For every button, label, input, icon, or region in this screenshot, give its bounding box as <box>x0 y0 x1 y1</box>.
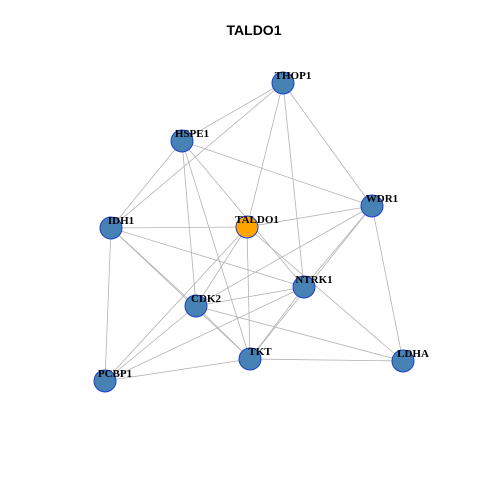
edge-idh1-taldo1 <box>110 226 248 229</box>
node-label-hspe1: HSPE1 <box>175 128 209 140</box>
edges-layer <box>104 82 404 382</box>
node-label-taldo1: TALDO1 <box>235 214 279 226</box>
edge-taldo1-ldha <box>246 226 404 362</box>
edge-ntrk1-cdk2 <box>195 286 305 307</box>
node-label-ntrk1: NTRK1 <box>295 274 332 286</box>
node-label-tkt: TKT <box>248 346 272 358</box>
node-cdk2: CDK2 <box>184 293 221 318</box>
edge-tkt-pcbp1 <box>104 358 251 382</box>
edge-wdr1-ntrk1 <box>303 205 373 288</box>
node-circle-ntrk1 <box>292 275 316 299</box>
node-wdr1: WDR1 <box>360 193 398 218</box>
edge-idh1-ntrk1 <box>110 227 305 288</box>
edge-ntrk1-pcbp1 <box>104 286 305 382</box>
node-circle-cdk2 <box>184 294 208 318</box>
node-circle-wdr1 <box>360 194 384 218</box>
edge-thop1-ntrk1 <box>282 82 305 288</box>
edge-thop1-idh1 <box>110 82 284 229</box>
node-circle-ldha <box>391 349 415 373</box>
edge-hspe1-cdk2 <box>181 140 197 307</box>
edge-cdk2-tkt <box>195 305 251 360</box>
edge-hspe1-ntrk1 <box>181 140 305 288</box>
node-label-ldha: LDHA <box>397 348 429 360</box>
edge-taldo1-tkt <box>246 226 251 360</box>
edge-thop1-wdr1 <box>282 82 373 207</box>
node-circle-hspe1 <box>170 129 194 153</box>
node-ntrk1: NTRK1 <box>292 274 333 299</box>
edge-cdk2-ldha <box>195 305 404 362</box>
graph-title: TALDO1 <box>227 22 282 38</box>
node-label-cdk2: CDK2 <box>191 293 221 305</box>
edge-thop1-hspe1 <box>181 82 284 142</box>
edge-taldo1-cdk2 <box>195 226 248 307</box>
node-circle-taldo1 <box>235 215 259 239</box>
edge-idh1-pcbp1 <box>104 227 112 382</box>
edge-hspe1-wdr1 <box>181 140 373 207</box>
node-pcbp1: PCBP1 <box>93 368 132 393</box>
node-circle-pcbp1 <box>93 369 117 393</box>
node-label-thop1: THOP1 <box>275 70 312 82</box>
node-label-wdr1: WDR1 <box>366 193 398 205</box>
node-ldha: LDHA <box>391 348 429 373</box>
edge-taldo1-pcbp1 <box>104 226 248 382</box>
node-tkt: TKT <box>238 346 272 371</box>
edge-idh1-tkt <box>110 227 251 360</box>
edge-wdr1-cdk2 <box>195 205 373 307</box>
node-taldo1: TALDO1 <box>235 214 279 239</box>
edge-thop1-taldo1 <box>246 82 284 228</box>
node-circle-tkt <box>238 347 262 371</box>
node-label-pcbp1: PCBP1 <box>98 368 132 380</box>
edge-tkt-ldha <box>249 358 404 362</box>
node-circle-thop1 <box>271 71 295 95</box>
node-idh1: IDH1 <box>99 215 134 240</box>
node-thop1: THOP1 <box>271 70 312 95</box>
edge-hspe1-idh1 <box>110 140 183 229</box>
node-label-idh1: IDH1 <box>108 215 134 227</box>
node-circle-idh1 <box>99 216 123 240</box>
node-hspe1: HSPE1 <box>170 128 209 153</box>
edge-taldo1-wdr1 <box>246 205 373 228</box>
edge-cdk2-pcbp1 <box>104 305 197 382</box>
edge-wdr1-ldha <box>371 205 404 362</box>
edge-ntrk1-tkt <box>249 286 305 360</box>
edge-hspe1-tkt <box>181 140 251 360</box>
